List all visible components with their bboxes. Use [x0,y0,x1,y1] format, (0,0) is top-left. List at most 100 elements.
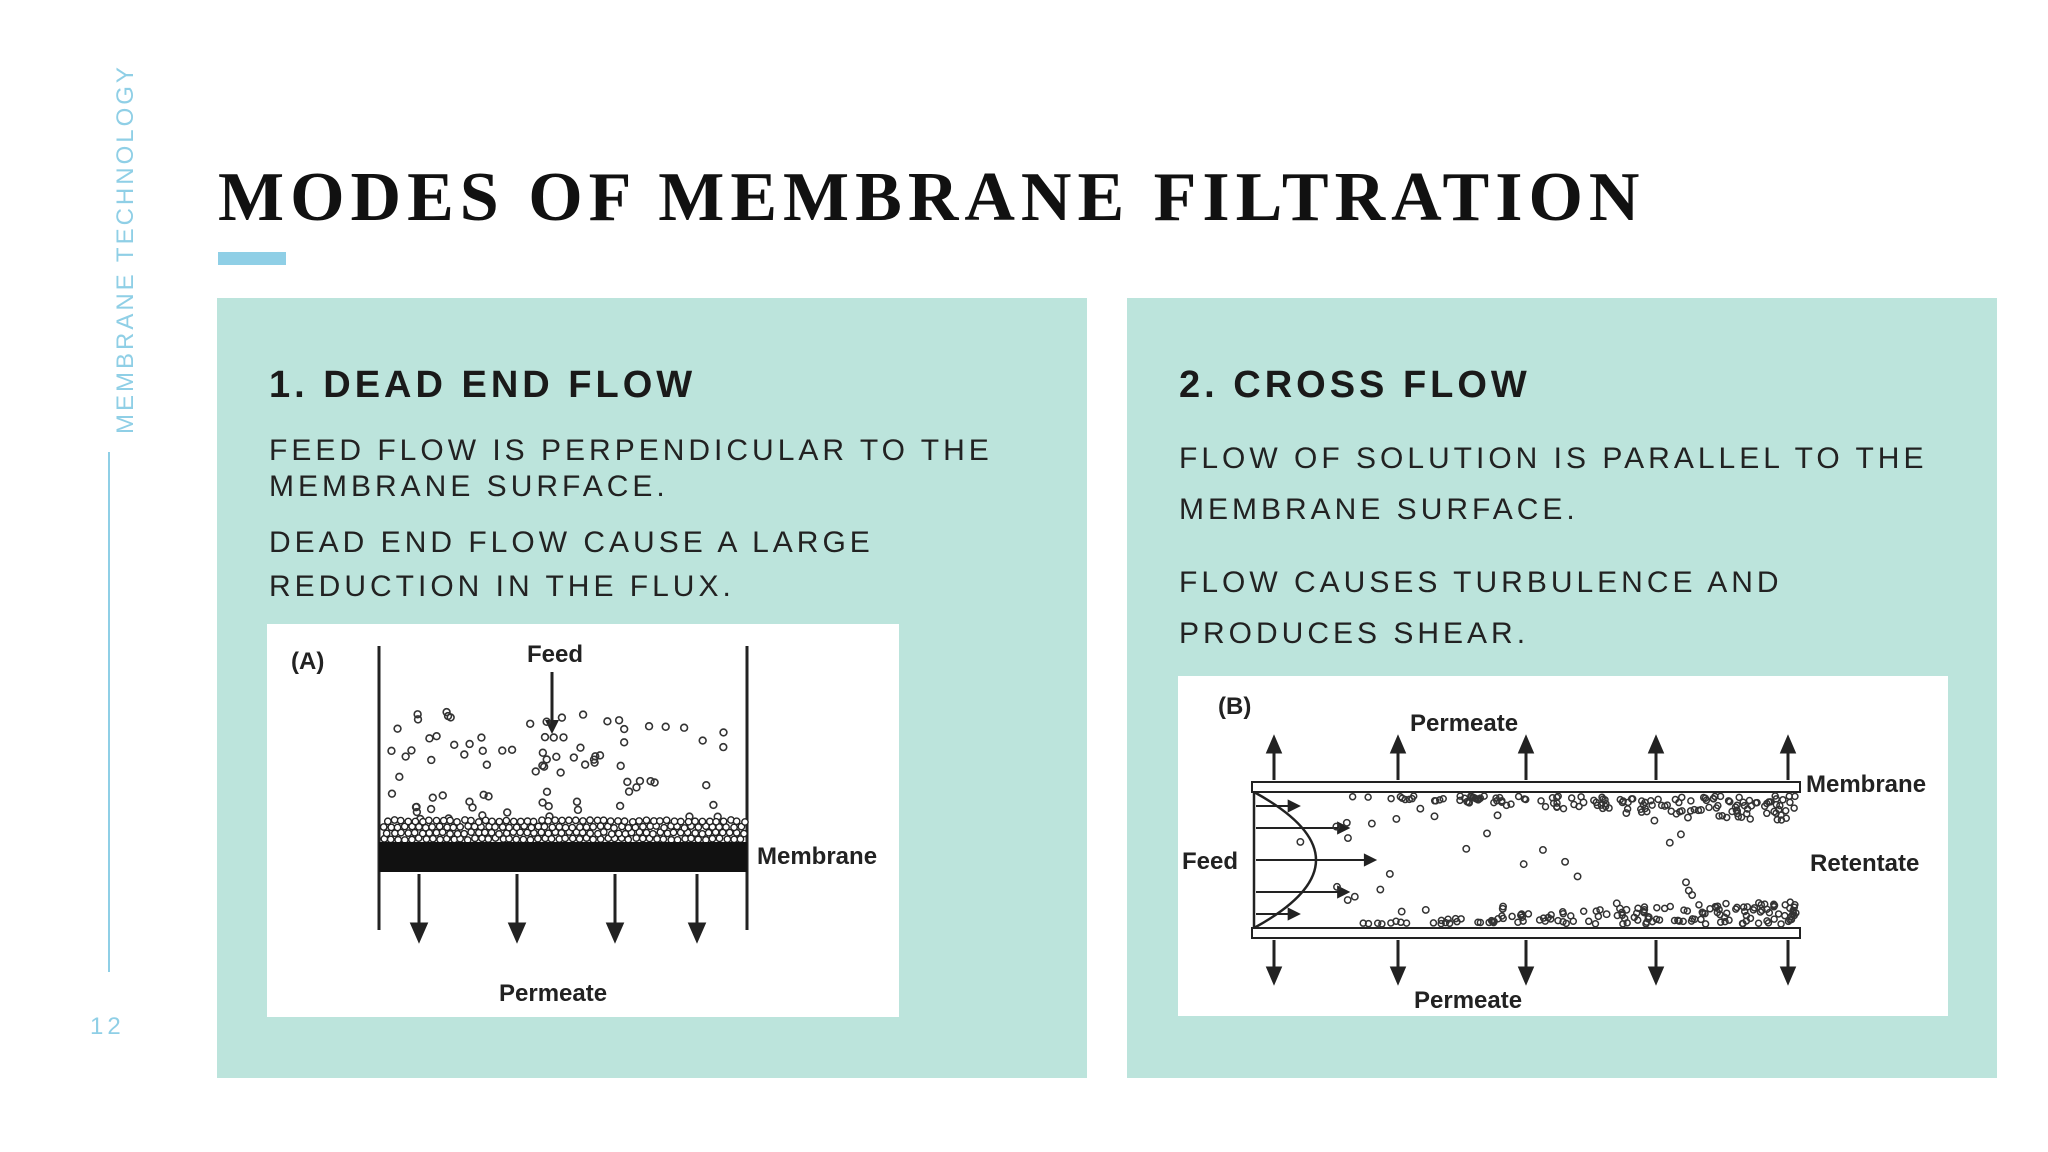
particle [1612,899,1621,908]
particle [1694,806,1703,815]
particle [1701,920,1710,928]
particle [1385,869,1394,878]
diagram-b-retentate-label: Retentate [1810,850,1919,877]
particle [1430,812,1439,821]
particle [1421,905,1430,914]
particle [1553,799,1561,807]
particle [1547,911,1555,919]
particle [616,761,625,771]
particle [1786,916,1794,924]
particle [1665,838,1674,847]
particle [477,733,486,742]
particle [1781,806,1790,815]
cake-particle [579,817,587,825]
particle [1746,815,1755,823]
particle [1350,892,1359,901]
particle [1650,816,1659,825]
particle [1667,807,1675,815]
particle [1483,829,1491,838]
particle [1777,816,1786,824]
particle [1594,912,1603,921]
diagram-a-feed-label: Feed [527,641,583,668]
particle [1367,819,1376,828]
diagram-a-tag: (A) [291,648,324,675]
particle [1514,918,1522,927]
diagram-b-tag: (B) [1218,693,1251,720]
particle [1444,915,1452,923]
cake-particle [694,823,703,832]
cake-particle [571,816,580,825]
cake-particle [505,823,513,832]
cake-particle [425,829,434,837]
cake-particle [460,829,469,838]
cake-particle [680,824,689,832]
particle [1569,917,1578,926]
cake-particle [568,823,577,832]
particle [1343,896,1352,904]
cake-particle [582,823,591,832]
particle [1567,794,1576,802]
particle [702,781,711,790]
particle [679,723,689,732]
particle [1701,909,1709,918]
particle [1721,917,1729,926]
particle [1378,920,1386,928]
dead-end-diagram: (A) Feed Membrane Permeate [267,624,899,1017]
top-membrane [1251,781,1801,793]
particle [1520,795,1529,803]
particle [1535,916,1544,924]
particle [1754,919,1763,928]
cake-particle [568,834,577,843]
cake-particle [698,829,707,838]
cake-particle [428,823,437,831]
particle [1743,809,1751,818]
particle [644,722,654,731]
particle [1683,907,1692,915]
particle [427,755,436,765]
diagram-b-membrane-label: Membrane [1806,771,1926,798]
membrane-layer [379,842,747,872]
cake-particle [382,829,391,838]
cross-flow-line-1: FLOW OF SOLUTION IS PARALLEL TO THE [1179,442,1928,475]
cake-particle [435,822,444,831]
particle [1645,913,1653,921]
particle [1397,907,1406,916]
particle [1716,910,1724,919]
particle [1616,795,1625,804]
cake-particle [410,828,419,837]
particle [1714,801,1722,810]
cake-particle [540,822,549,831]
cake-particle [467,816,475,825]
particle [1770,915,1778,923]
particle [1573,872,1582,881]
cake-particle [379,823,388,831]
particle [1498,912,1506,920]
particle [1641,804,1649,813]
cake-particle [383,817,392,826]
particle [1718,811,1727,820]
particle [1474,918,1482,927]
particle [1296,837,1305,846]
cake-particle [715,834,724,843]
particle [1485,918,1493,927]
particle [387,789,397,798]
particle [1437,919,1445,928]
cake-particle [620,817,629,826]
particle [1757,900,1766,909]
particle [542,787,552,796]
particle [538,748,548,757]
particle [1637,805,1645,814]
cake-particle [624,823,633,832]
cake-particle [453,817,461,826]
cake-particle [741,818,749,826]
particle [412,807,422,817]
particle [479,790,488,799]
particle [552,752,561,761]
cake-particle [614,817,622,825]
particle [438,791,447,800]
cross-flow-line-4: PRODUCES SHEAR. [1179,617,1530,650]
particle [1402,919,1411,927]
particle [1776,801,1784,810]
diagram-a-membrane-label: Membrane [757,843,877,870]
dead-end-line-1: FEED FLOW IS PERPENDICULAR TO THE [269,434,993,467]
